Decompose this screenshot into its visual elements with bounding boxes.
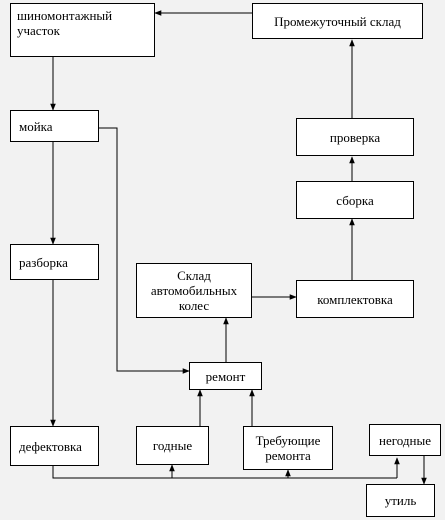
node-unsuitable-label: негодные bbox=[379, 432, 431, 448]
node-disassembly: разборка bbox=[10, 244, 99, 280]
node-repair-label: ремонт bbox=[205, 368, 246, 384]
node-needs-repair-label: Требующие ремонта bbox=[255, 433, 321, 463]
node-tire-shop-label: шиномонтажный участок bbox=[17, 8, 113, 38]
node-scrap: утиль bbox=[366, 484, 435, 517]
node-repair: ремонт bbox=[189, 362, 262, 390]
node-unsuitable: негодные bbox=[369, 424, 441, 456]
node-inspection: проверка bbox=[296, 118, 414, 156]
node-kitting: комплектовка bbox=[296, 280, 414, 318]
node-defect-detection-label: дефектовка bbox=[19, 438, 82, 454]
node-assembly: сборка bbox=[296, 181, 414, 219]
node-intermediate-warehouse-label: Промежуточный склад bbox=[274, 13, 401, 29]
node-kitting-label: комплектовка bbox=[317, 291, 393, 307]
node-disassembly-label: разборка bbox=[19, 254, 68, 270]
node-tire-shop: шиномонтажный участок bbox=[10, 3, 155, 57]
node-assembly-label: сборка bbox=[336, 192, 374, 208]
node-scrap-label: утиль bbox=[384, 493, 417, 508]
node-washing-label: мойка bbox=[19, 118, 53, 134]
line-defect-distribution bbox=[52, 466, 397, 479]
node-suitable: годные bbox=[136, 426, 209, 465]
node-inspection-label: проверка bbox=[329, 129, 381, 145]
node-defect-detection: дефектовка bbox=[10, 426, 99, 466]
node-intermediate-warehouse: Промежуточный склад bbox=[252, 3, 423, 39]
node-washing: мойка bbox=[10, 110, 99, 142]
arrow-washing-to-repair bbox=[99, 127, 190, 374]
node-suitable-label: годные bbox=[152, 438, 193, 453]
node-wheel-warehouse-label: Склад автомобильных колес bbox=[150, 268, 238, 313]
node-needs-repair: Требующие ремонта bbox=[243, 426, 333, 470]
node-wheel-warehouse: Склад автомобильных колес bbox=[136, 263, 252, 318]
